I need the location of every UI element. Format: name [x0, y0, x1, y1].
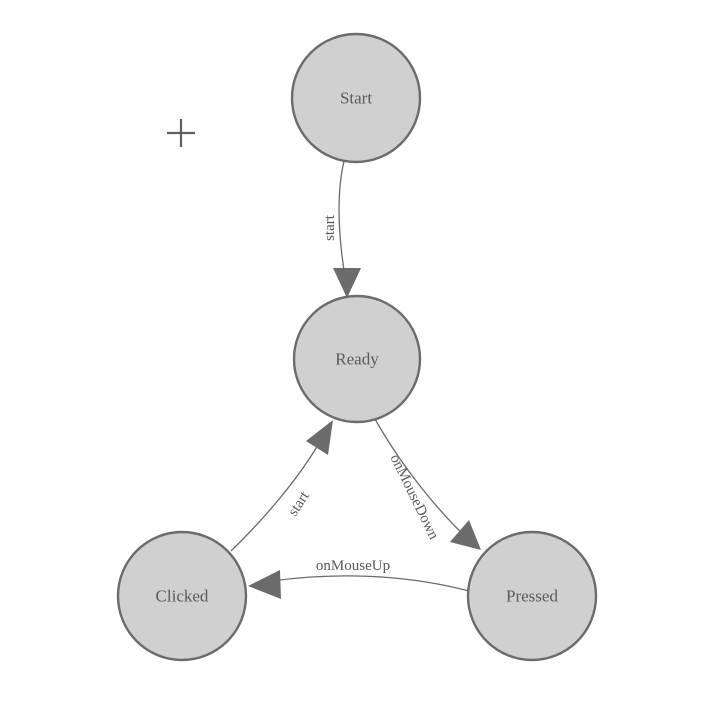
node-ready-label: Ready [335, 350, 379, 369]
edge-pressed-to-clicked[interactable]: onMouseUp [248, 558, 470, 599]
node-pressed-circle [466, 530, 598, 662]
edge-start-to-ready-arrowhead [333, 268, 361, 298]
node-start-circle [290, 32, 422, 164]
node-pressed-label: Pressed [506, 587, 558, 606]
node-clicked[interactable]: Clicked [116, 530, 248, 662]
crosshair-icon[interactable] [167, 119, 195, 147]
edge-clicked-to-ready-arrowhead [306, 420, 333, 455]
edge-pressed-to-clicked-arrowhead [248, 570, 281, 599]
edge-label-ready-to-pressed: onMouseDown [387, 452, 442, 543]
node-ready[interactable]: Ready [292, 294, 422, 424]
edge-start-to-ready-path [338, 160, 347, 284]
edge-ready-to-pressed-path [374, 418, 469, 540]
node-ready-circle [292, 294, 422, 424]
node-start[interactable]: Start [290, 32, 422, 164]
node-pressed[interactable]: Pressed [466, 530, 598, 662]
node-clicked-circle [116, 530, 248, 662]
edge-pressed-to-clicked-path [271, 575, 470, 592]
edge-clicked-to-ready-path [230, 444, 319, 552]
edge-label-clicked-to-ready: start [285, 488, 313, 519]
node-start-label: Start [340, 89, 372, 108]
edge-start-to-ready[interactable]: start [322, 160, 361, 298]
edge-clicked-to-ready[interactable]: start [230, 420, 333, 552]
edge-label-start-to-ready: start [322, 214, 338, 241]
edge-ready-to-pressed-arrowhead [450, 520, 481, 550]
edge-ready-to-pressed[interactable]: onMouseDown [374, 418, 481, 550]
node-clicked-label: Clicked [156, 587, 209, 606]
edge-label-pressed-to-clicked: onMouseUp [316, 558, 390, 574]
